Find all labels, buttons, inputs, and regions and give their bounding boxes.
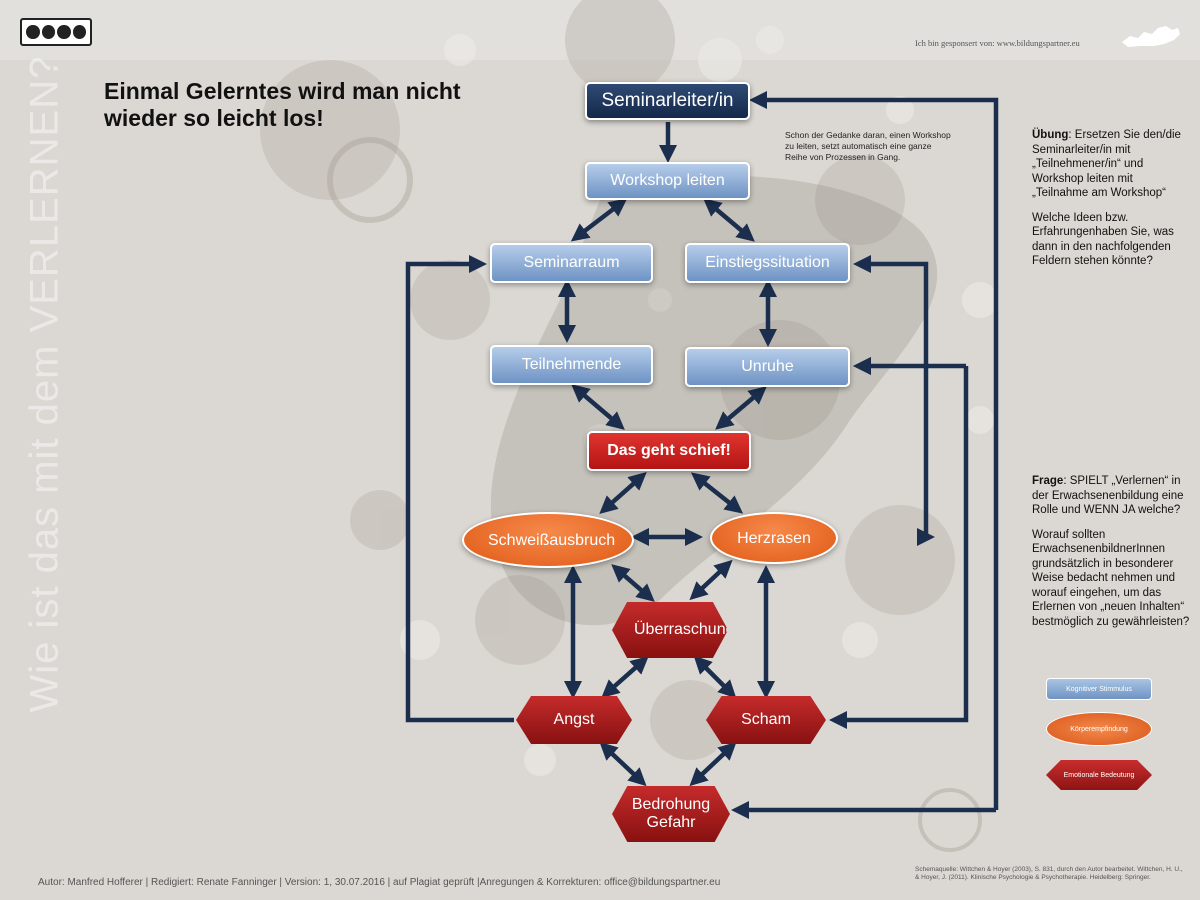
page-title: Einmal Gelerntes wird man nicht wieder s… <box>104 78 461 131</box>
exercise-panel: Übung: Ersetzen Sie den/die Seminarleite… <box>1032 128 1190 279</box>
arrow-teilnehmende-schief <box>571 384 625 430</box>
node-unruhe[interactable]: Unruhe <box>685 347 850 387</box>
exercise-instruction: Übung: Ersetzen Sie den/die Seminarleite… <box>1032 128 1190 201</box>
arrow-angst-seminarraum-loop <box>405 255 514 723</box>
exercise-label: Übung <box>1032 129 1069 141</box>
question-panel: Frage: SPIELT „Verlernen“ in der Erwachs… <box>1032 474 1190 639</box>
node-workshop-leiten[interactable]: Workshop leiten <box>585 162 750 200</box>
node-schweissausbruch[interactable]: Schweißausbruch <box>462 512 634 568</box>
arrow-unruhe-scham-loop <box>829 366 969 729</box>
arrow-workshop-einstieg <box>703 198 755 242</box>
node-ueberraschung[interactable]: Überraschung <box>612 602 728 658</box>
diagram-intro-note: Schon der Gedanke daran, einen Workshop … <box>785 130 951 162</box>
node-bedrohung-label: Bedrohung Gefahr <box>631 796 711 831</box>
node-angst[interactable]: Angst <box>516 696 632 744</box>
node-schweissausbruch-label: Schweißausbruch <box>488 531 616 549</box>
nd-icon <box>72 25 86 39</box>
arrow-scham-unruhe-loop <box>853 357 871 375</box>
legend-body-sensation: Körperempfindung <box>1046 712 1152 746</box>
creative-commons-badge <box>20 18 92 46</box>
arrow-bedrohung-seminarleiter-loop <box>749 91 999 810</box>
question-instruction: Frage: SPIELT „Verlernen“ in der Erwachs… <box>1032 474 1190 518</box>
arrow-herzrasen-einstieg-loop <box>853 255 929 537</box>
arrow-ueberraschung-angst <box>601 656 649 698</box>
arrow-schief-herzrasen <box>690 472 744 514</box>
node-ueberraschung-label: Überraschung <box>634 621 735 638</box>
node-herzrasen[interactable]: Herzrasen <box>710 512 838 564</box>
node-scham[interactable]: Scham <box>706 696 826 744</box>
legend-cognitive-stimulus: Kognitiver Stimmulus <box>1046 678 1152 700</box>
arrow-herzrasen-ueberraschung <box>689 559 733 601</box>
exercise-question: Welche Ideen bzw. Erfahrungenhaben Sie, … <box>1032 211 1174 268</box>
arrow-ueberraschung-scham <box>693 655 737 699</box>
arrow-schief-schweiss <box>599 472 647 514</box>
cc-icon <box>26 25 40 39</box>
nc-icon <box>57 25 71 39</box>
arrow-schweiss-ueberraschung <box>611 564 655 602</box>
node-seminarleiter[interactable]: Seminarleiter/in <box>585 82 750 120</box>
exercise-text: : Ersetzen Sie den/die Seminarleiter/in … <box>1032 129 1181 199</box>
sponsor-line: Ich bin gesponsert von: www.bildungspart… <box>915 38 1080 48</box>
node-teilnehmende[interactable]: Teilnehmende <box>490 345 653 385</box>
question-detail: Worauf sollten ErwachsenenbildnerInnen g… <box>1032 528 1190 628</box>
source-citation: Schemaquelle: Wittchen & Hoyer (2003), S… <box>915 866 1183 881</box>
arrow-angst-bedrohung <box>599 741 647 787</box>
legend-emotional-meaning: Emotionale Bedeutung <box>1046 760 1152 790</box>
arrow-scham-bedrohung <box>689 741 737 787</box>
arrow-workshop-seminarraum <box>570 198 628 242</box>
by-icon <box>41 25 55 39</box>
austria-map-icon <box>1122 26 1180 47</box>
node-einstiegssituation[interactable]: Einstiegssituation <box>685 243 850 283</box>
node-bedrohung-gefahr[interactable]: Bedrohung Gefahr <box>612 786 730 842</box>
footer-credits: Autor: Manfred Hofferer | Redigiert: Ren… <box>38 877 721 888</box>
question-label: Frage <box>1032 475 1064 487</box>
node-seminarraum[interactable]: Seminarraum <box>490 243 653 283</box>
node-das-geht-schief[interactable]: Das geht schief! <box>587 431 751 471</box>
arrow-unruhe-schief <box>715 386 767 430</box>
question-text: : SPIELT „Verlernen“ in der Erwachsenenb… <box>1032 475 1184 516</box>
